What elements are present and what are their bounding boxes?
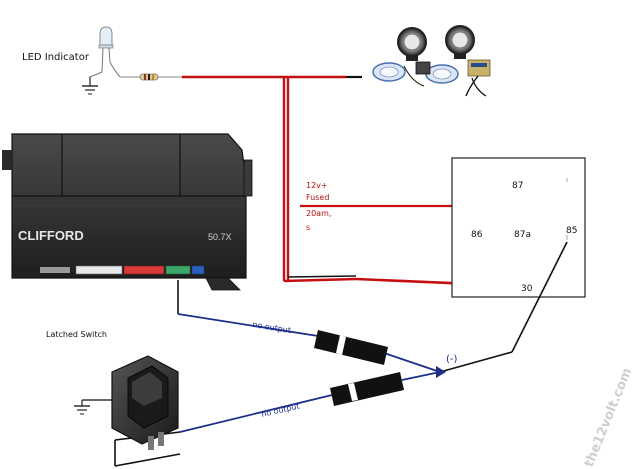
relay-pin-87a: 87a bbox=[514, 230, 531, 240]
relay-pin-86: 86 bbox=[471, 230, 483, 240]
diode-icon bbox=[330, 372, 404, 406]
relay85-wire bbox=[511, 241, 568, 353]
led-ground-lead bbox=[89, 71, 103, 78]
latched-switch-label: Latched Switch bbox=[46, 330, 107, 339]
led-indicator: LED Indicator bbox=[22, 26, 182, 95]
upper-diode-out-wire bbox=[383, 352, 441, 373]
latched-switch: Latched Switch bbox=[46, 330, 179, 450]
clifford-alarm-module: CLIFFORD 50.7X bbox=[2, 133, 253, 291]
module-brand-label: CLIFFORD bbox=[18, 228, 84, 243]
junction-arrow bbox=[436, 366, 446, 378]
connector-blue bbox=[191, 265, 205, 275]
relay-outline bbox=[451, 157, 586, 298]
power-label-line3: 20am, bbox=[306, 209, 331, 218]
ground-symbol-icon bbox=[74, 400, 90, 415]
led-bulb-icon bbox=[98, 26, 121, 78]
power-label-line4: s bbox=[306, 223, 310, 232]
connector-grey bbox=[40, 267, 70, 273]
relay-pin-30: 30 bbox=[521, 284, 533, 294]
offroad-lights-kit-icon bbox=[368, 25, 500, 100]
power-label-line2: Fused bbox=[306, 193, 329, 202]
connector-red bbox=[123, 265, 165, 275]
rocker-switch-icon bbox=[111, 355, 179, 450]
relay30-wire-red bbox=[283, 277, 357, 283]
watermark: the12volt.com bbox=[582, 366, 635, 469]
fused-power-label: 12v+ Fused 20am, s bbox=[306, 181, 331, 232]
no-output-upper-label: no output bbox=[252, 320, 292, 335]
relay30-wire-black bbox=[287, 275, 357, 278]
connector-white bbox=[75, 265, 123, 275]
resistor-icon bbox=[139, 73, 159, 81]
led-indicator-label: LED Indicator bbox=[22, 52, 90, 63]
relay-pin-87: 87 bbox=[512, 181, 523, 191]
relay-pin-85: 85 bbox=[566, 226, 577, 236]
connector-green bbox=[165, 265, 191, 275]
module-model-label: 50.7X bbox=[208, 232, 232, 242]
no-output-lower-label: no output bbox=[260, 401, 300, 419]
diode-junction-wire bbox=[439, 351, 513, 373]
diode-icon bbox=[314, 330, 388, 365]
lower-output-wire bbox=[179, 394, 333, 433]
negative-label: (-) bbox=[446, 354, 458, 365]
relay-box: 87 86 87a 85 30 bbox=[451, 157, 586, 298]
upper-output-wire bbox=[177, 313, 319, 337]
lower-diode-in-wire bbox=[401, 371, 441, 381]
power-label-line1: 12v+ bbox=[306, 181, 328, 190]
watermark-label: the12volt.com bbox=[582, 366, 635, 469]
ground-symbol-icon bbox=[82, 77, 98, 95]
trigger-wiring bbox=[114, 241, 568, 467]
